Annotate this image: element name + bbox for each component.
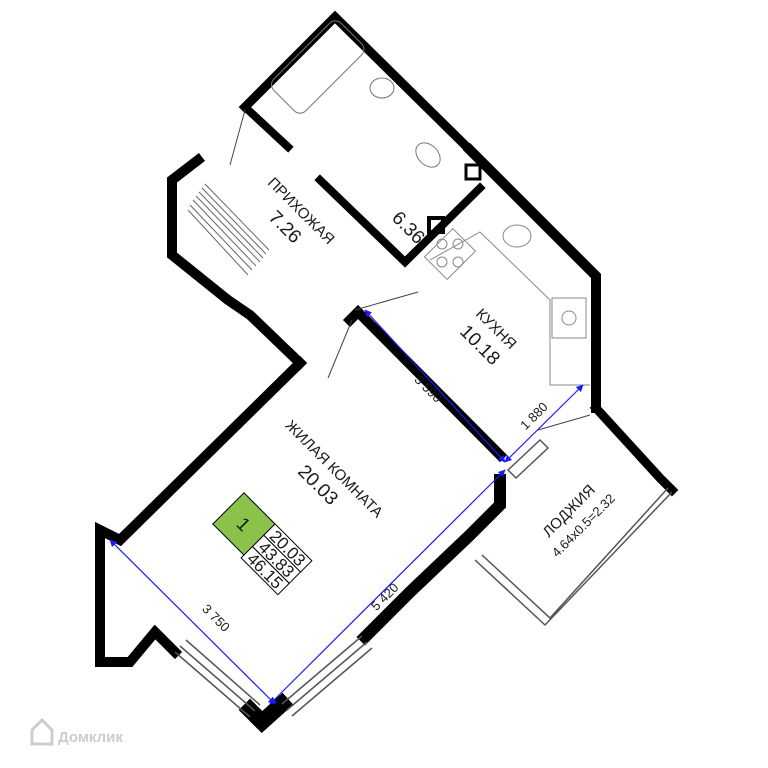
door-kitchen — [354, 291, 419, 311]
bathtub-icon — [271, 20, 365, 114]
kitchen-label: КУХНЯ 10.18 — [455, 305, 519, 369]
living-label: ЖИЛАЯ КОМНАТА 20.03 — [282, 417, 386, 521]
wardrobe-hatch — [187, 183, 270, 276]
wall-bath-top — [238, 10, 477, 157]
wall-hall-left — [167, 152, 308, 371]
door-living — [327, 319, 353, 379]
window-kitchen — [506, 438, 550, 480]
wall-living-bottom-corner — [238, 692, 294, 734]
wall-loggia — [589, 401, 679, 497]
wall-living-right — [356, 474, 506, 646]
dim-line-kitchen-width — [364, 309, 506, 463]
walls — [95, 10, 679, 734]
shaft-small-icon — [427, 216, 445, 234]
wall-bath-right — [462, 142, 601, 413]
toilet-icon — [415, 142, 441, 168]
summary-table: 1 20.03 43.83 46.15 — [212, 492, 313, 596]
fridge-icon — [551, 297, 587, 339]
kitchen-sink-icon — [502, 224, 532, 248]
kitchen-counter — [429, 231, 590, 386]
dim-line-living-width — [109, 539, 276, 705]
wall-bath-partition — [314, 174, 486, 268]
dimension-lines — [109, 309, 584, 705]
dim-line-window-width — [504, 384, 584, 463]
living-name: ЖИЛАЯ КОМНАТА — [282, 417, 386, 521]
shaft-icon — [464, 163, 482, 181]
dim-living-width: 3 750 — [199, 601, 233, 635]
wall-living-left — [95, 355, 308, 667]
sink-icon — [369, 77, 395, 99]
watermark: Домклик — [30, 717, 123, 746]
loggia-label: ЛОДЖИЯ 4.64х0.5=2.32 — [540, 482, 618, 560]
bathroom-fixtures — [271, 20, 482, 234]
domclick-logo-icon — [30, 717, 54, 746]
watermark-text: Домклик — [58, 729, 123, 746]
wall-bath-lower — [239, 101, 294, 153]
dim-line-living-length — [269, 469, 506, 705]
door-entrance — [229, 109, 246, 166]
